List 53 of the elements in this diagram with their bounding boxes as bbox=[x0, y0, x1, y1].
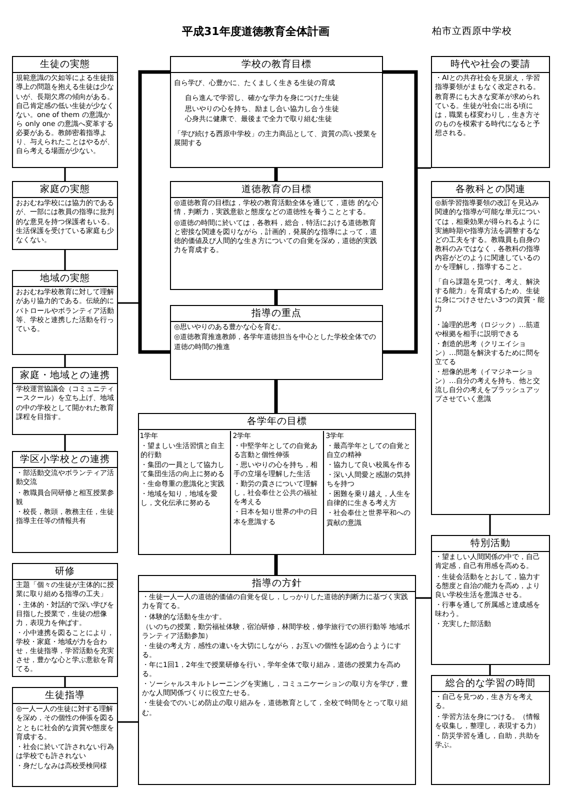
text-panel bbox=[431, 535, 550, 665]
text-panel bbox=[431, 675, 550, 785]
text-panel bbox=[12, 181, 118, 250]
text-panel bbox=[170, 181, 383, 290]
panel-heading: 時代や社会の要請 bbox=[432, 57, 549, 74]
connector-line bbox=[416, 597, 431, 599]
text-panel bbox=[12, 270, 118, 355]
text-panel bbox=[12, 687, 118, 787]
text-panel bbox=[170, 305, 383, 380]
connector-line bbox=[64, 435, 66, 451]
panel-heading: 家庭・地域との連携 bbox=[13, 368, 117, 384]
text-panel bbox=[12, 367, 118, 435]
panel-heading: 学区小学校との連携 bbox=[13, 452, 117, 468]
panel-heading: 研修 bbox=[13, 564, 117, 580]
text-panel bbox=[138, 413, 416, 555]
page-title: 平成31年度道徳教育全体計画 bbox=[182, 24, 330, 39]
connector-line bbox=[274, 290, 278, 305]
panel-heading: 生徒の実態 bbox=[13, 57, 117, 74]
panel-heading: 指導の方針 bbox=[139, 576, 415, 592]
text-panel bbox=[12, 56, 118, 168]
text-panel bbox=[12, 451, 118, 553]
connector-line bbox=[64, 677, 66, 687]
connector-line bbox=[64, 168, 66, 181]
school-name: 柏市立西原中学校 bbox=[432, 25, 512, 38]
connector-line bbox=[274, 555, 278, 575]
panel-heading: 総合的な学習の時間 bbox=[432, 676, 549, 692]
table-column bbox=[230, 430, 324, 554]
text-panel bbox=[170, 56, 383, 168]
connector-line bbox=[383, 70, 418, 354]
panel-heading: 生徒指導 bbox=[13, 688, 117, 704]
connector-line bbox=[138, 70, 170, 354]
panel-heading: 家庭の実態 bbox=[13, 182, 117, 198]
connector-line bbox=[64, 250, 66, 270]
panel-heading: 学校の教育目標 bbox=[171, 57, 382, 74]
text-panel bbox=[431, 56, 550, 168]
connector-line bbox=[274, 168, 278, 181]
panel-heading: 特別活動 bbox=[432, 536, 549, 552]
connector-line bbox=[383, 167, 431, 353]
panel-heading: 各教科との関連 bbox=[432, 182, 549, 198]
table-column bbox=[139, 430, 231, 554]
panel-heading: 地域の実態 bbox=[13, 271, 117, 288]
panel-heading: 各学年の目標 bbox=[139, 414, 415, 430]
panel-heading: 道徳教育の目標 bbox=[171, 182, 382, 198]
connector-line bbox=[64, 355, 66, 367]
connector-line bbox=[118, 721, 138, 723]
panel-heading: 指導の重点 bbox=[171, 306, 382, 322]
text-panel bbox=[431, 181, 550, 515]
text-panel bbox=[138, 575, 416, 785]
connector-line bbox=[489, 515, 491, 535]
connector-line bbox=[489, 665, 491, 675]
connector-line bbox=[118, 302, 170, 353]
connector-line bbox=[274, 380, 278, 413]
text-panel bbox=[12, 563, 118, 677]
